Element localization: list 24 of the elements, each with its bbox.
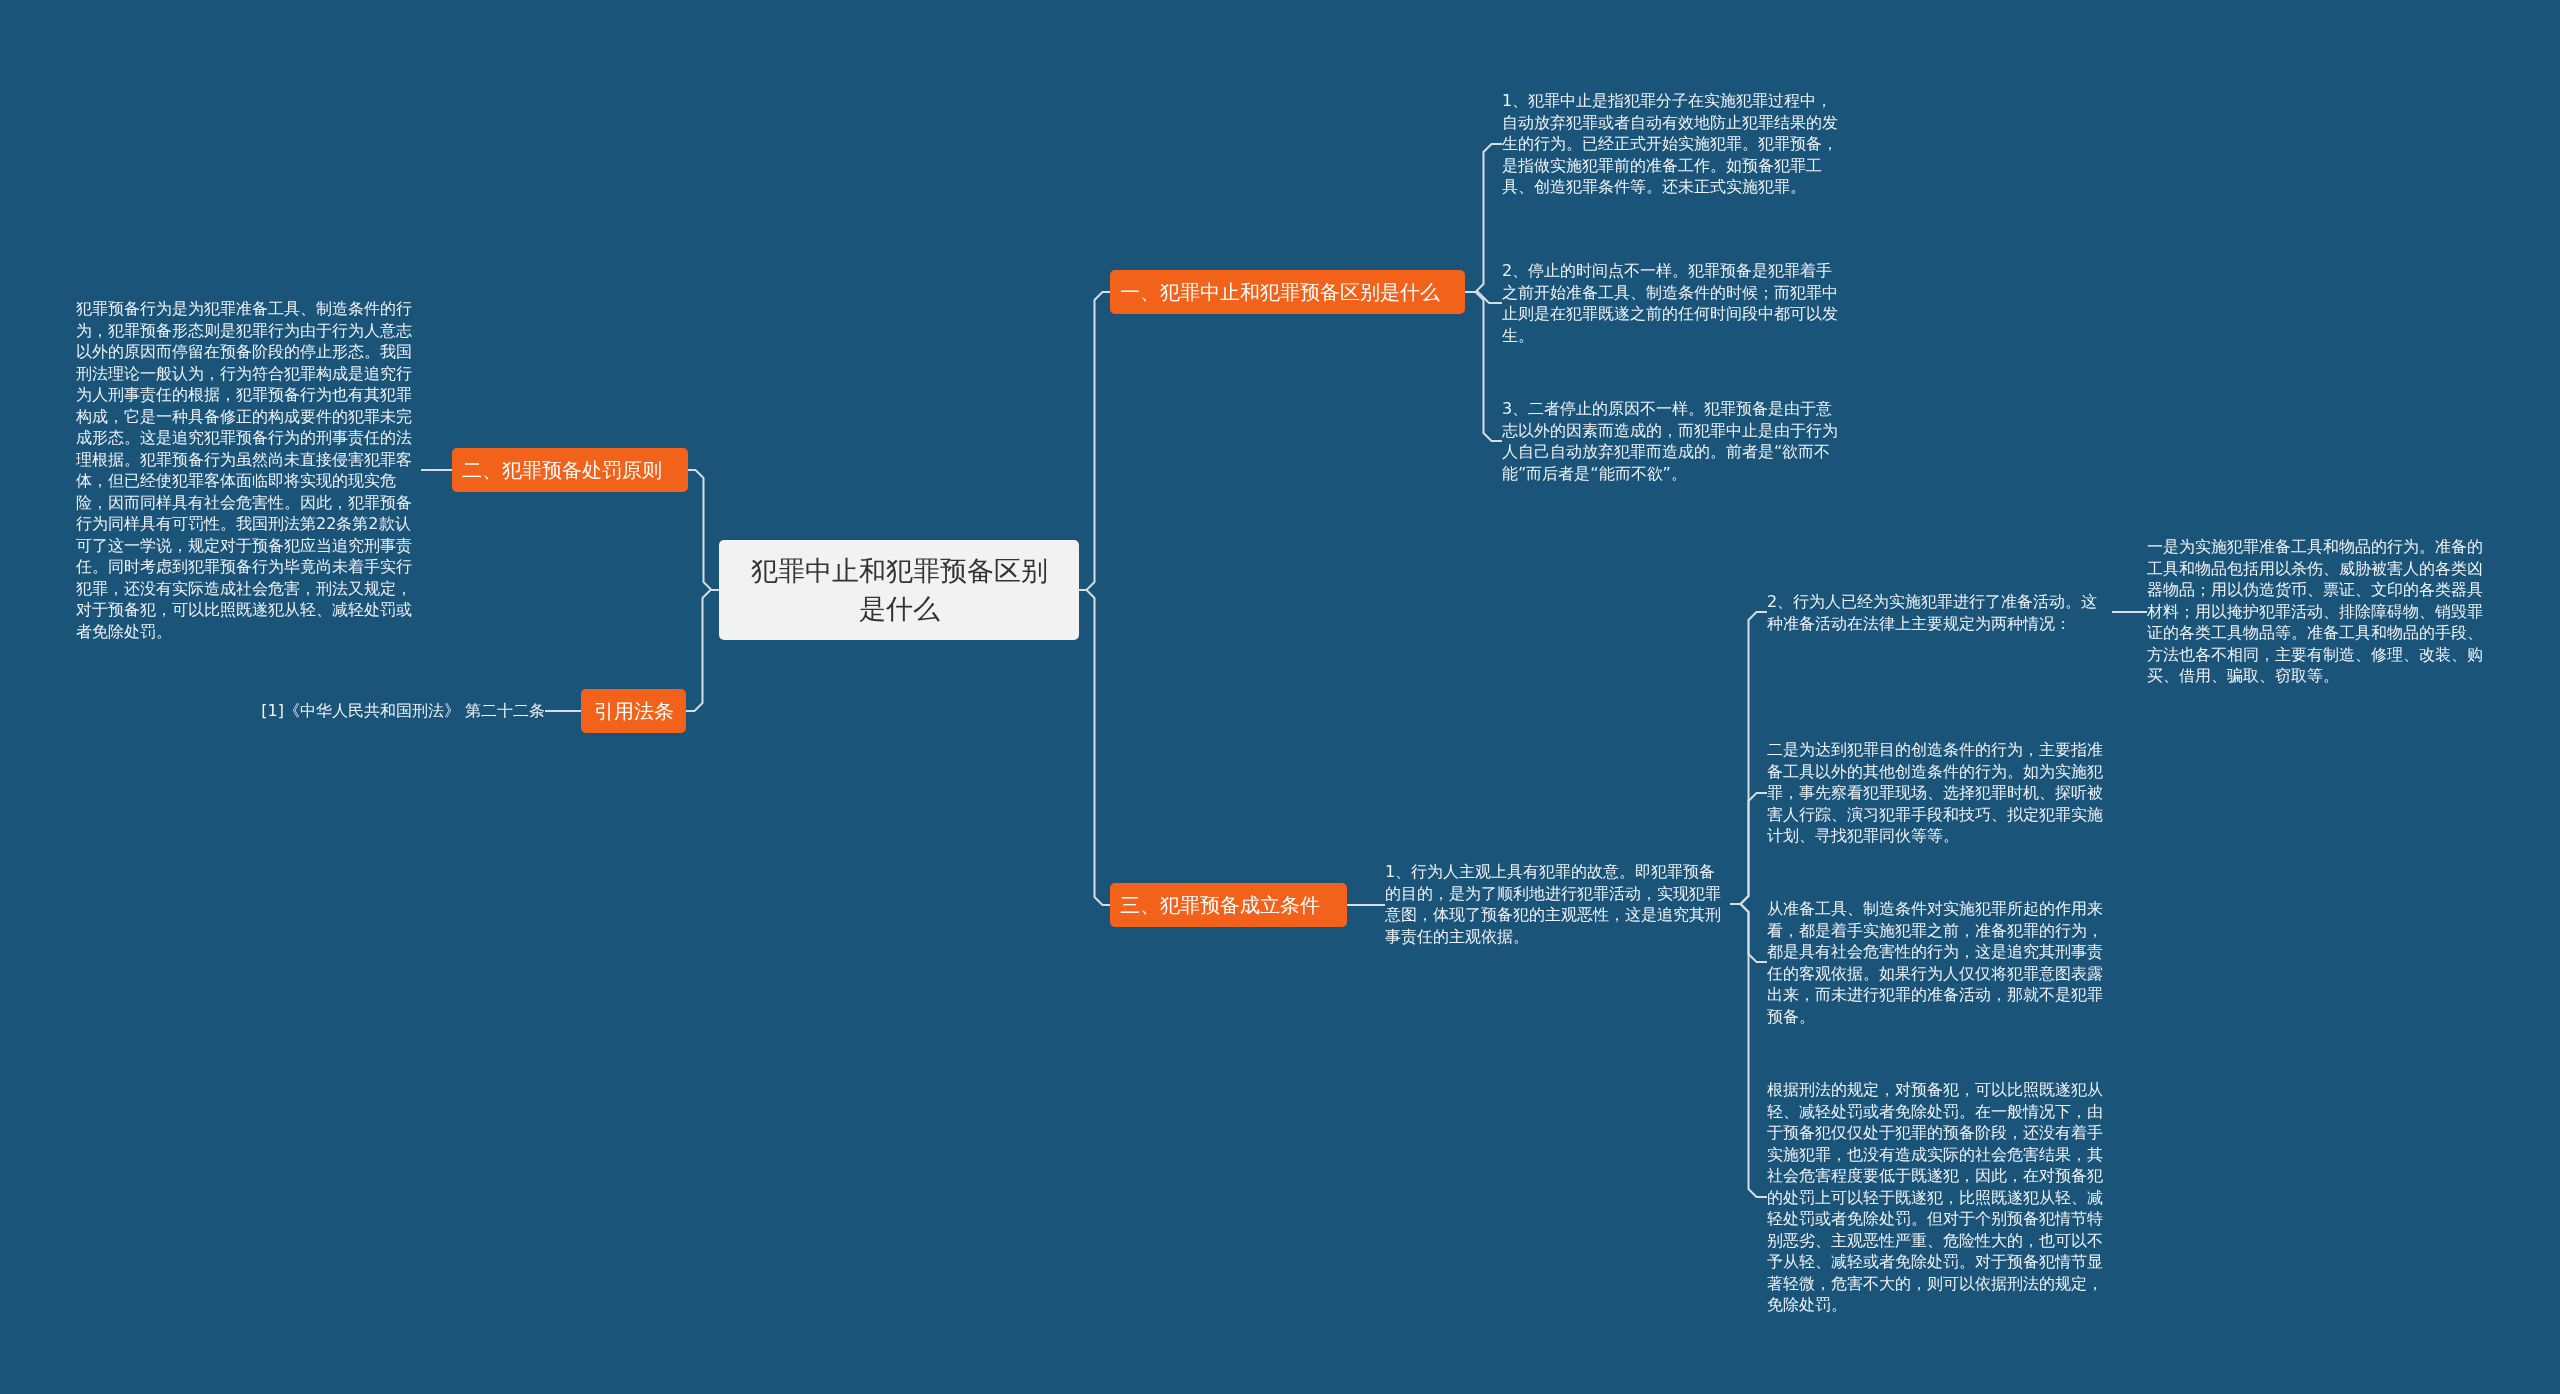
connector-line bbox=[1078, 589, 1111, 906]
text-note: 一是为实施犯罪准备工具和物品的行为。准备的工具和物品包括用以杀伤、威胁被害人的各类凶器物品；用以伪造货币、票证、文印的各类器具材料；用以掩护犯罪活动、排除障碍物、销毁罪证的各类工具物品等。准备工具和物品的手段、方法也各不相同，主要有制造、修理、改装、购买、借用、骗取、窃取等。 bbox=[2147, 535, 2492, 687]
connector-line bbox=[544, 710, 582, 712]
branch-topic: 二、犯罪预备处罚原则 bbox=[452, 448, 688, 492]
text-note: 2、行为人已经为实施犯罪进行了准备活动。这种准备活动在法律上主要规定为两种情况： bbox=[1767, 590, 2112, 634]
branch-topic: 一、犯罪中止和犯罪预备区别是什么 bbox=[1110, 270, 1465, 314]
text-note: 3、二者停止的原因不一样。犯罪预备是由于意志以外的因素而造成的，而犯罪中止是由于行为人自己自动放弃犯罪而造成的。前者是“欲而不能”而后者是“能而不欲”。 bbox=[1502, 398, 1847, 484]
connector-line bbox=[1729, 903, 1768, 1198]
text-note: 1、行为人主观上具有犯罪的故意。即犯罪预备的目的，是为了顺利地进行犯罪活动，实现犯罪意图，体现了预备犯的主观恶性，这是追究其刑事责任的主观依据。 bbox=[1385, 861, 1730, 947]
connector-line bbox=[2111, 611, 2148, 613]
text-note: 根据刑法的规定，对预备犯，可以比照既遂犯从轻、减轻处罚或者免除处罚。在一般情况下，由于预备犯仅仅处于犯罪的预备阶段，还没有着手实施犯罪，也没有造成实际的社会危害结果，其社会危害程度要低于既遂犯，因此，在对预备犯的处罚上可以轻于既遂犯，比照既遂犯从轻、减轻处罚或者免除处罚。但对于个别预备犯情节特别恶劣、主观恶性严重、危险性大的，也可以不予从轻、减轻或者免除处罚。对于预备犯情节显著轻微，危害不大的，则可以依据刑法的规定，免除处罚。 bbox=[1767, 1078, 2112, 1316]
text-note: [1]《中华人民共和国刑法》 第二十二条 bbox=[200, 700, 545, 722]
text-note: 二是为达到犯罪目的创造条件的行为，主要指准备工具以外的其他创造条件的行为。如为实施犯罪，事先察看犯罪现场、选择犯罪时机、探听被害人行踪、演习犯罪手段和技巧、拟定犯罪实施计划、寻找犯罪同伙等等。 bbox=[1767, 739, 2112, 847]
connector-line bbox=[1346, 904, 1386, 906]
branch-topic: 三、犯罪预备成立条件 bbox=[1110, 883, 1347, 927]
text-note: 2、停止的时间点不一样。犯罪预备是犯罪着手之前开始准备工具、制造条件的时候；而犯罪中止则是在犯罪既遂之前的任何时间段中都可以发生。 bbox=[1502, 260, 1847, 346]
text-note: 1、犯罪中止是指犯罪分子在实施犯罪过程中，自动放弃犯罪或者自动有效地防止犯罪结果的发生的行为。已经正式开始实施犯罪。犯罪预备，是指做实施犯罪前的准备工作。如预备犯罪工具、创造犯罪条件等。还未正式实施犯罪。 bbox=[1502, 90, 1847, 198]
central-topic: 犯罪中止和犯罪预备区别是什么 bbox=[719, 540, 1079, 640]
branch-topic: 引用法条 bbox=[581, 689, 686, 733]
text-note: 从准备工具、制造条件对实施犯罪所起的作用来看，都是着手实施犯罪之前，准备犯罪的行为，都是具有社会危害性的行为，这是追究其刑事责任的客观依据。如果行为人仅仅将犯罪意图表露出来，而未进行犯罪的准备活动，那就不是犯罪预备。 bbox=[1767, 897, 2112, 1027]
text-note: 犯罪预备行为是为犯罪准备工具、制造条件的行为，犯罪预备形态则是犯罪行为由于行为人意志以外的原因而停留在预备阶段的停止形态。我国刑法理论一般认为，行为符合犯罪构成是追究行为人刑事责任的根据，犯罪预备行为也有其犯罪构成，它是一种具备修正的构成要件的犯罪未完成形态。这是追究犯罪预备行为的刑事责任的法理根据。犯罪预备行为虽然尚未直接侵害犯罪客体，但已经使犯罪客体面临即将实现的现实危险，因而同样具有社会危害性。因此，犯罪预备行为同样具有可罚性。我国刑法第22条第2款认可了这一学说，规定对于预备犯应当追究刑事责任。同时考虑到犯罪预备行为毕竟尚未着手实行犯罪，还没有实际造成社会危害，刑法又规定，对于预备犯，可以比照既遂犯从轻、减轻处罚或者免除处罚。 bbox=[76, 298, 421, 642]
connector-line bbox=[685, 589, 720, 712]
connector-line bbox=[420, 469, 453, 471]
connector-line bbox=[1464, 291, 1503, 442]
